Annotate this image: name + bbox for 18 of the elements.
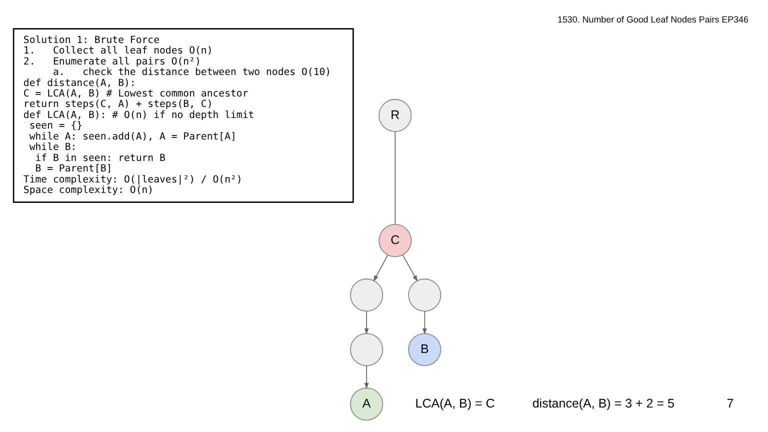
arrow [364, 365, 369, 390]
node-circle: C [378, 224, 412, 258]
label: distance(A, B) = 3 + 2 = 5 [532, 396, 674, 410]
arrow [402, 254, 418, 282]
arrow [422, 310, 427, 335]
node-box: Solution 1: Brute Force 1. Collect all leaf nodes O(n) 2. Enumerate all pairs O(n²) a. check the distance between two nodes O(10) def distance(A, B): C = LCA(A, B) # Lowest common ancestor return steps(C, A) + steps(B, C) def LCA(A, B): # O(n) if no depth limit seen = {} while A: seen.add(A), A = Parent[A] while B: if B in seen: return B B = Parent[B] Time complexity: O(|leaves|²) / O(n²) Space complexity: O(n) [12, 28, 354, 203]
arrow [364, 310, 369, 335]
node-circle: B [408, 333, 442, 366]
node-circle [350, 278, 384, 312]
label: 7 [726, 396, 734, 410]
node-circle [350, 333, 384, 366]
connector [394, 131, 396, 225]
node-circle: R [378, 98, 412, 132]
label: LCA(A, B) = C [415, 396, 495, 410]
diagram-title: 1530. Number of Good Leaf Nodes Pairs EP346 [558, 14, 748, 25]
node-circle: A [350, 388, 384, 421]
node-circle [408, 278, 442, 312]
arrow [373, 254, 388, 282]
